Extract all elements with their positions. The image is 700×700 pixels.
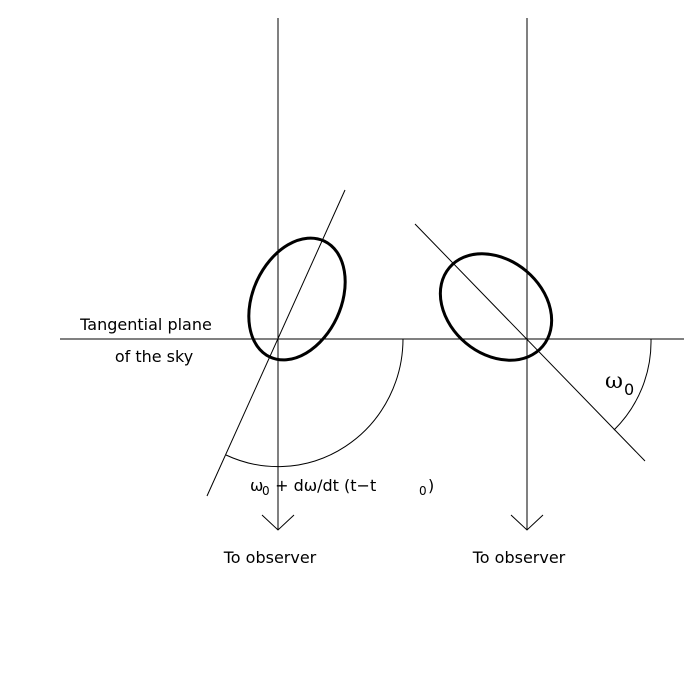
observer-label-right: To observer <box>472 548 566 567</box>
tangential-plane-label-line1: Tangential plane <box>79 315 212 334</box>
tangential-plane-label-line2: of the sky <box>115 347 193 366</box>
omega0-symbol: ω <box>605 369 623 394</box>
omega0-label: ω 0 <box>605 369 634 399</box>
omega-rate-label: ω 0 + dω/dt (t−t 0 ) <box>250 476 434 498</box>
right-line-of-nodes <box>414 223 646 462</box>
observer-label-left: To observer <box>223 548 317 567</box>
formula-sub1: 0 <box>419 484 427 498</box>
left-angle-arc <box>225 338 404 468</box>
formula-sub0: 0 <box>262 484 270 498</box>
left-line-of-nodes <box>206 189 346 497</box>
right-arrowhead <box>510 514 544 531</box>
left-arrowhead <box>261 514 295 531</box>
right-angle-arc <box>613 338 652 431</box>
right-orbit-ellipse <box>438 252 554 362</box>
formula-close: ) <box>428 476 434 495</box>
left-orbit-ellipse <box>247 236 347 362</box>
formula-middle: + dω/dt (t−t <box>270 476 376 495</box>
omega0-subscript: 0 <box>624 380 634 399</box>
formula-omega: ω <box>250 476 263 495</box>
